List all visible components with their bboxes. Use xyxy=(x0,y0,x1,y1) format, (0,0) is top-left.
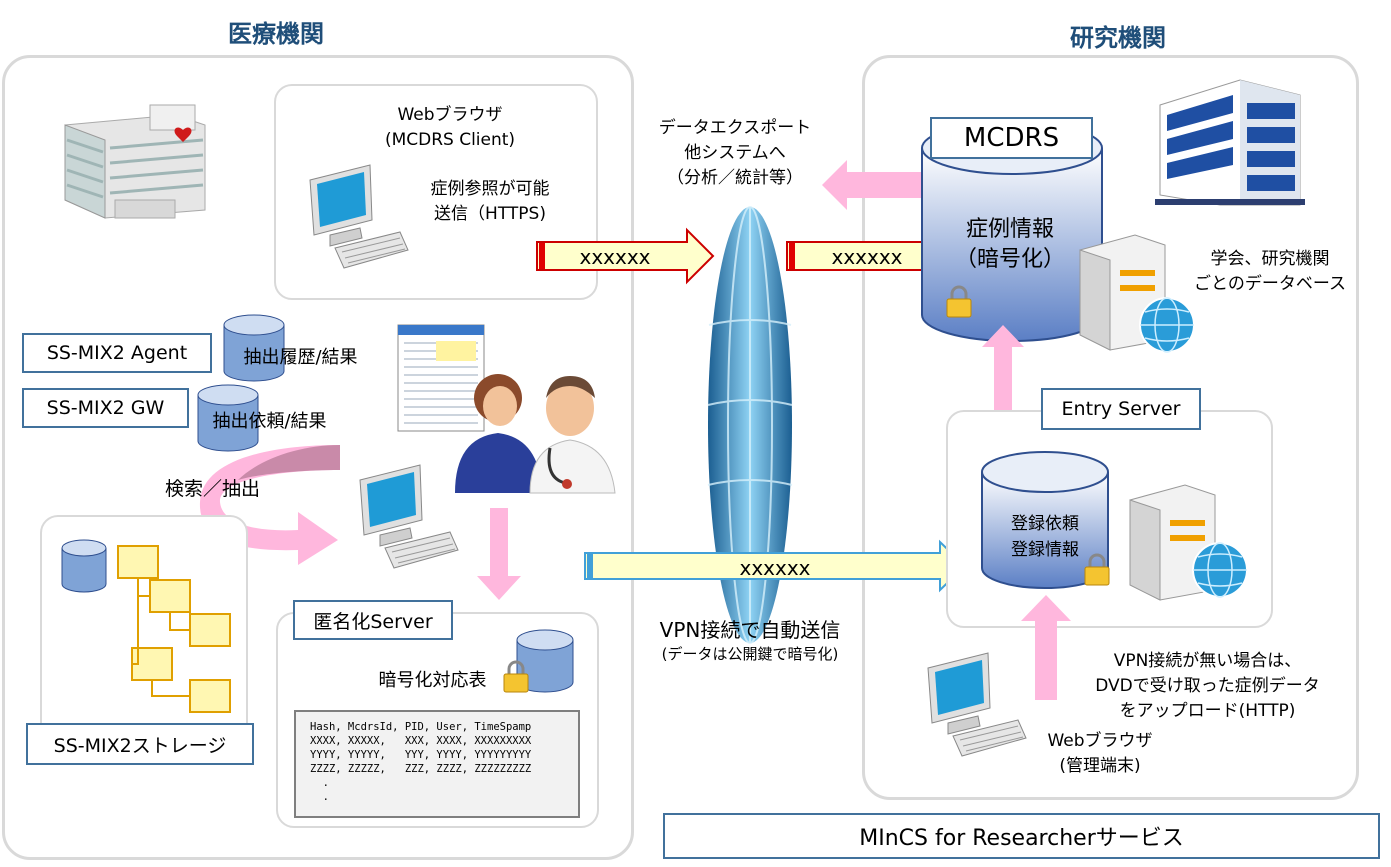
anon-lock-icon xyxy=(503,660,529,693)
admin-browser-line-1: Webブラウザ xyxy=(1047,731,1153,751)
entry-to-mcdrs-arrow xyxy=(982,325,1024,435)
mapping-row: YYYY, YYYYY, YYY, YYYY, YYYYYYYYY xyxy=(310,749,532,761)
entry-server-label: Entry Server xyxy=(1041,388,1201,430)
arrow-top-right-label: xxxxxx xyxy=(831,245,903,269)
mcdrs-label: MCDRS xyxy=(930,117,1093,159)
storage-tree-icon xyxy=(61,539,231,713)
to-anon-server-arrow xyxy=(477,508,521,600)
arrow-top-left xyxy=(536,227,715,285)
service-label: MInCS for Researcherサービス xyxy=(663,813,1380,859)
entry-db-icon xyxy=(981,451,1109,589)
client-computer-icon xyxy=(309,164,409,269)
gw-db-label: 抽出依頼/結果 xyxy=(212,411,327,432)
upload-arrow xyxy=(1021,595,1071,700)
ssmix-agent-label: SS-MIX2 Agent xyxy=(22,333,212,373)
entry-db-line-1: 登録依頼 xyxy=(1011,514,1079,534)
storage-label: SS-MIX2ストレージ xyxy=(26,723,254,765)
entry-server-icon xyxy=(1129,484,1248,601)
admin-computer-icon xyxy=(927,652,1027,757)
browser-client-title-1: Webブラウザ xyxy=(397,105,503,125)
research-building-icon xyxy=(1155,79,1305,206)
no-vpn-line-2: DVDで受け取った症例データ xyxy=(1095,676,1320,696)
export-arrow xyxy=(822,160,922,210)
hospital-building-icon xyxy=(64,104,206,219)
entry-lock-icon xyxy=(1084,553,1110,586)
lock-icon xyxy=(946,285,972,318)
medical-staff-icon xyxy=(455,374,616,494)
anon-server-label: 匿名化Server xyxy=(293,600,453,640)
right-org-title: 研究機関 xyxy=(1070,24,1166,52)
browser-client-desc-2: 送信（HTTPS) xyxy=(434,204,546,224)
mapping-table: Hash, McdrsId, PID, User, TimeSpamp XXXX… xyxy=(294,710,580,818)
left-org-title: 医療機関 xyxy=(228,20,324,48)
mapping-row: . xyxy=(310,791,329,803)
document-icon xyxy=(397,324,485,432)
search-extract-label: 検索／抽出 xyxy=(164,478,260,500)
mcdrs-db-line-2: （暗号化） xyxy=(954,247,1065,272)
no-vpn-line-1: VPN接続が無い場合は、 xyxy=(1113,651,1302,671)
entry-db-line-2: 登録情報 xyxy=(1011,540,1079,560)
anon-table-label: 暗号化対応表 xyxy=(378,670,487,691)
export-line-2: 他システムへ xyxy=(684,143,786,163)
agent-db-icon xyxy=(223,314,285,382)
agent-db-label: 抽出履歴/結果 xyxy=(243,347,358,368)
export-line-1: データエクスポート xyxy=(658,118,812,138)
arrow-bottom-label: xxxxxx xyxy=(739,556,811,580)
arrow-top-left-label: xxxxxx xyxy=(579,245,651,269)
browser-client-desc-1: 症例参照が可能 xyxy=(430,179,550,199)
db-note-line-1: 学会、研究機関 xyxy=(1210,249,1330,269)
vpn-line-1: VPN接続で自動送信 xyxy=(659,618,841,642)
db-note-line-2: ごとのデータベース xyxy=(1194,274,1346,294)
export-line-3: （分析／統計等） xyxy=(667,168,803,188)
admin-browser-line-2: (管理端末) xyxy=(1059,756,1141,776)
anon-db-icon xyxy=(516,629,574,693)
gw-db-icon xyxy=(197,384,259,452)
no-vpn-line-3: をアップロード(HTTP) xyxy=(1119,701,1296,721)
vpn-line-2: (データは公開鍵で暗号化) xyxy=(661,645,839,663)
mapping-row: Hash, McdrsId, PID, User, TimeSpamp xyxy=(310,721,532,733)
database-server-icon xyxy=(1079,234,1195,353)
mcdrs-db-line-1: 症例情報 xyxy=(965,217,1054,242)
browser-client-title-2: (MCDRS Client) xyxy=(384,130,516,150)
mapping-row: XXXX, XXXXX, XXX, XXXX, XXXXXXXXX xyxy=(310,735,532,747)
mapping-row: . xyxy=(310,777,329,789)
mapping-row: ZZZZ, ZZZZZ, ZZZ, ZZZZ, ZZZZZZZZZ xyxy=(310,763,532,775)
workstation-computer-icon xyxy=(359,464,459,569)
ssmix-gw-label: SS-MIX2 GW xyxy=(22,388,189,428)
